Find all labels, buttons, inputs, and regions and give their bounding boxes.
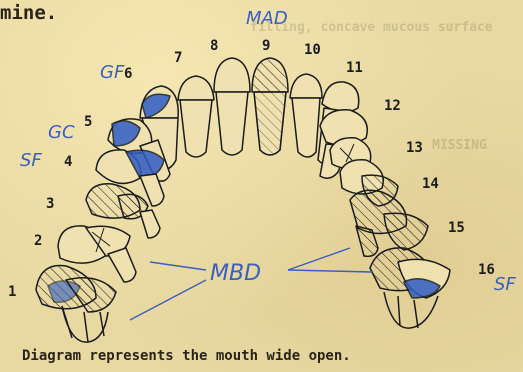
tooth-number-3: 3 [46,196,54,212]
tooth-number-15: 15 [448,220,465,236]
tooth-7 [178,76,214,157]
annotation-mad: MAD [246,8,288,29]
tooth-9 [252,58,288,155]
tooth-number-5: 5 [84,114,92,130]
tooth-16 [370,248,450,328]
tooth-number-7: 7 [174,50,182,66]
tooth-10 [290,74,322,157]
annotation-sf-left: SF [20,150,42,171]
tooth-number-4: 4 [64,154,72,170]
annotation-gf: GF [100,62,125,83]
tooth-15 [350,190,428,256]
tooth-1 [36,266,116,343]
tooth-number-8: 8 [210,38,218,54]
tooth-number-10: 10 [304,42,321,58]
tooth-number-9: 9 [262,38,270,54]
diagram-caption: Diagram represents the mouth wide open. [22,348,351,364]
tooth-number-6: 6 [124,66,132,82]
tooth-number-14: 14 [422,176,439,192]
tooth-number-2: 2 [34,233,42,249]
tooth-number-16: 16 [478,262,495,278]
annotation-mbd: MBD [210,261,261,286]
tooth-number-13: 13 [406,140,423,156]
tooth-number-12: 12 [384,98,401,114]
annotation-sf-right: SF [494,274,516,295]
tooth-number-11: 11 [346,60,363,76]
annotation-gc: GC [48,122,75,143]
tooth-number-1: 1 [8,284,16,300]
tooth-8 [214,58,250,155]
